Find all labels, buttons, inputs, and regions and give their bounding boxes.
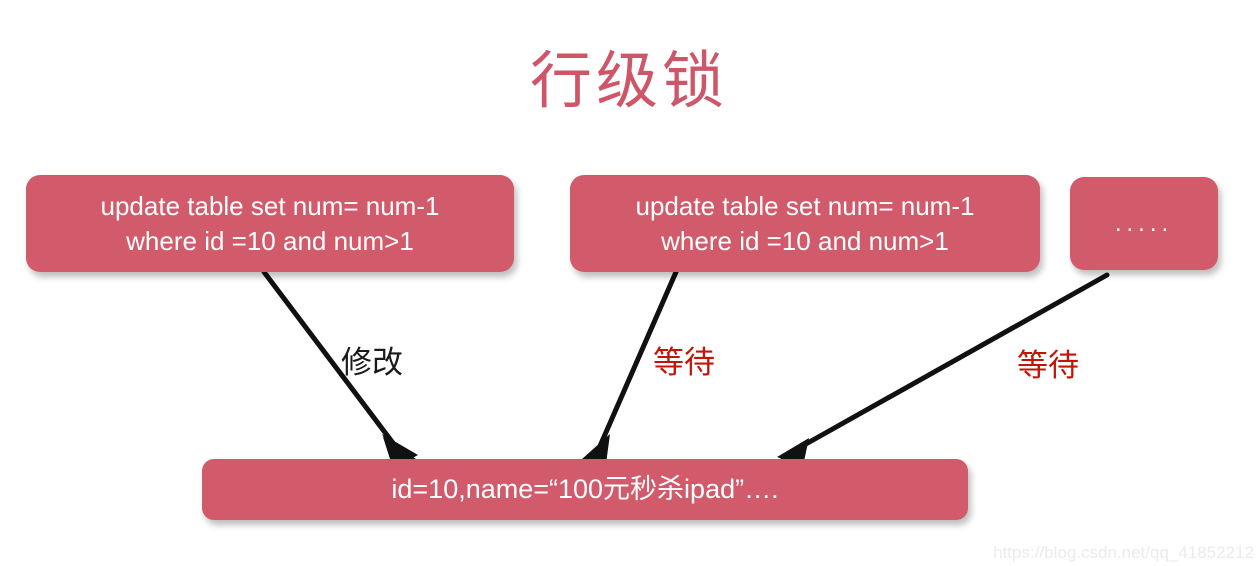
sql-node-ellipsis[interactable]: .....: [1070, 177, 1218, 270]
sql-node-tx1[interactable]: update table set num= num-1 where id =10…: [26, 175, 514, 272]
edge-label-wait-1: 等待: [653, 345, 715, 381]
edge-label-wait-2: 等待: [1017, 348, 1079, 384]
sql-node-tx2[interactable]: update table set num= num-1 where id =10…: [570, 175, 1040, 272]
locked-row-node[interactable]: id=10,name=“100元秒杀ipad”….: [202, 459, 968, 520]
page-title: 行级锁: [529, 44, 728, 117]
edge-label-modify: 修改: [341, 345, 403, 381]
watermark: https://blog.csdn.net/qq_41852212: [993, 543, 1254, 562]
